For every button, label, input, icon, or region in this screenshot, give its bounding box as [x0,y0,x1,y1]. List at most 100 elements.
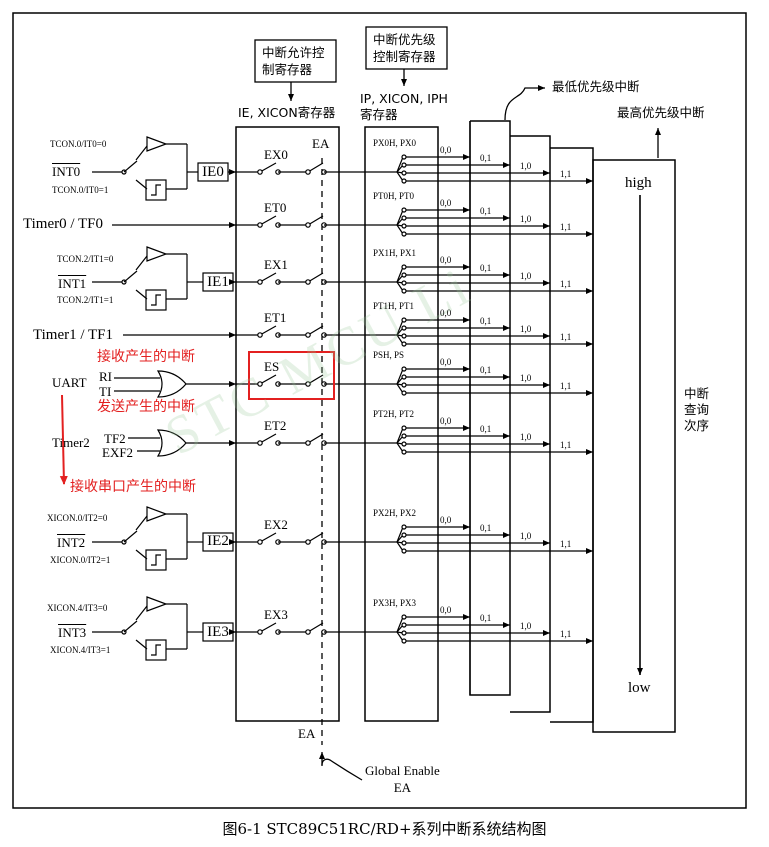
priority-bit-label: PT2H, PT2 [373,409,415,419]
outer-frame [12,12,747,809]
fan-node [401,441,407,447]
fan-line [396,427,404,444]
int1-bottom-label: TCON.2/IT1=1 [57,295,114,305]
fan-node [401,614,407,620]
ea-switch [307,215,324,226]
upper-path [135,145,148,161]
enable-title-box [254,39,337,83]
enable-switch [259,325,277,336]
ri-label: RI [99,369,112,384]
fan-line [396,616,404,633]
ie0-box-label: IE0 [202,164,224,180]
enable-title: 中断允许控 制寄存器 [262,45,325,77]
tx-interrupt-note: 发送产生的中断 [97,399,195,415]
timer0-label: Timer0 / TF0 [23,216,104,232]
lower-path [135,549,148,560]
enable-register-name: IE, XICON寄存器 [238,105,336,120]
fan-node [401,540,407,546]
ie2-box-label: IE2 [207,533,229,549]
int0-bottom-label: TCON.0/IT0=1 [52,185,109,195]
priority-level-label: 1,1 [560,440,572,450]
priority-bit-label: PX1H, PX1 [373,248,417,258]
priority-title: 中断优先级 控制寄存器 [373,32,436,64]
switch-node [305,279,311,285]
ti-label: TI [99,384,112,399]
lowest-priority-label: 最低优先级中断 [552,79,640,94]
enable-switch [259,622,277,633]
fan-node [401,178,407,184]
lower-path [135,289,148,300]
switch-node [257,169,263,175]
fan-line [396,266,404,283]
fan-node [401,425,407,431]
global-enable-label: Global Enable EA [365,763,440,795]
low-label: low [628,680,651,696]
switch-node [305,539,311,545]
enable-switch [259,433,277,444]
priority-level-label: 1,1 [560,629,572,639]
edge-detector [145,179,167,201]
priority-level-label: 1,1 [560,332,572,342]
enable-bit-label: ET2 [264,418,287,433]
priority-level-label: 1,1 [560,222,572,232]
priority-level-label: 0,1 [480,365,492,375]
enable-bit-label: EX1 [264,257,288,272]
priority-level-label: 0,1 [480,523,492,533]
enable-bit-label: EX3 [264,607,288,622]
enable-register-block [235,126,340,722]
queue-1 [510,135,551,713]
fan-node [401,382,407,388]
ea-switch [307,162,324,173]
enable-switch [259,272,277,283]
switch-node [305,440,311,446]
priority-level-label: 1,0 [520,161,532,171]
int2-label: INT2 [57,535,86,550]
priority-level-label: 0,0 [440,308,452,318]
int1-top-label: TCON.2/IT1=0 [57,254,114,264]
priority-bit-label: PSH, PS [373,350,405,360]
mode-switch [123,160,138,173]
enable-switch [259,162,277,173]
priority-level-label: 0,1 [480,424,492,434]
priority-level-label: 1,1 [560,539,572,549]
priority-level-label: 1,0 [520,432,532,442]
fan-node [401,630,407,636]
fan-node [401,231,407,237]
priority-level-label: 1,1 [560,169,572,179]
int3-label: INT3 [58,625,87,640]
ea-switch [307,622,324,633]
fan-node [401,374,407,380]
ea-switch [307,532,324,543]
fan-node [401,154,407,160]
es-highlight-box [248,351,335,400]
enable-bit-label: EX2 [264,517,288,532]
fan-node [401,449,407,455]
priority-level-label: 0,1 [480,153,492,163]
int0-label: INT0 [52,164,81,179]
priority-level-label: 0,1 [480,613,492,623]
switch-node [257,381,263,387]
int2-top-label: XICON.0/IT2=0 [47,513,108,523]
priority-level-label: 1,0 [520,214,532,224]
edge-icon [151,294,161,306]
int3-top-label: XICON.4/IT3=0 [47,603,108,613]
timer1-label: Timer1 / TF1 [33,327,114,343]
priority-bit-label: PT1H, PT1 [373,301,415,311]
priority-level-label: 0,0 [440,145,452,155]
upper-path [135,605,148,621]
switch-node [305,332,311,338]
fan-node [401,207,407,213]
ie3-box-label: IE3 [207,624,229,640]
priority-bit-label: PT0H, PT0 [373,191,415,201]
fan-node [401,272,407,278]
inverter-gate [146,506,168,522]
priority-title-box [365,26,448,70]
switch-node [257,629,263,635]
priority-level-label: 1,0 [520,271,532,281]
queue-3 [592,159,676,733]
enable-bit-label: ET0 [264,200,287,215]
int0-top-label: TCON.0/IT0=0 [50,139,107,149]
upper-path [135,515,148,531]
enable-bit-label: ET1 [264,310,287,325]
